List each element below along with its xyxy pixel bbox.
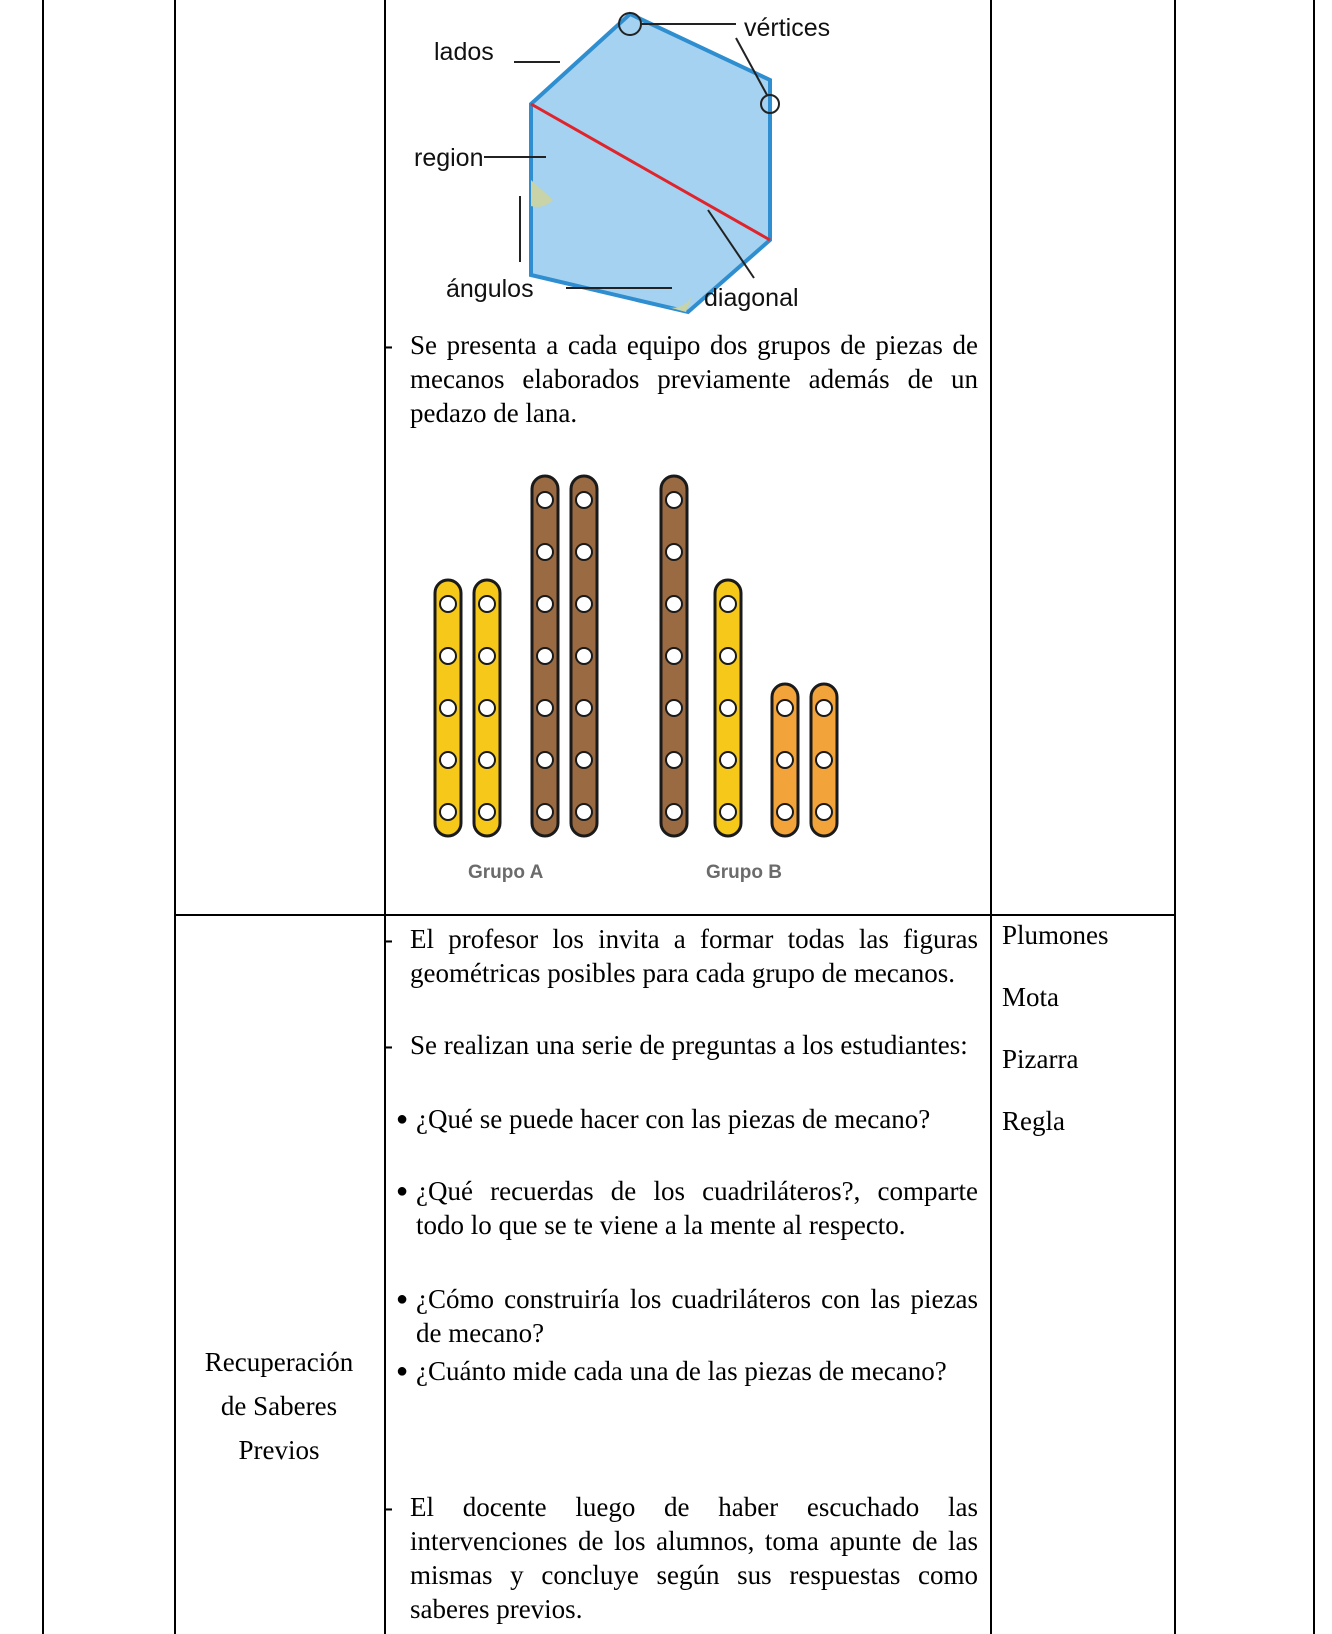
resource-item: Pizarra: [1002, 1044, 1079, 1074]
mecano-hole: [665, 751, 683, 769]
mecano-hole: [776, 699, 794, 717]
label-sides: lados: [434, 38, 494, 66]
mecano-hole: [815, 751, 833, 769]
mecano-hole: [815, 803, 833, 821]
diagonal-leader: [707, 209, 755, 279]
hexagon-region: [529, 11, 772, 315]
polygon-diagram: lados vértices region ángulos diagonal: [414, 11, 830, 315]
activity-item-3: - El docente luego de haber escuchado la…: [384, 1490, 978, 1626]
mecano-hole: [575, 491, 593, 509]
resource-item: Mota: [1002, 982, 1059, 1012]
activity-item-2-text: Se realizan una serie de preguntas a los…: [410, 1030, 968, 1060]
table-border-right: [1313, 0, 1315, 1634]
bullet-dot: ●: [396, 1180, 409, 1202]
table-column-divider-1: [174, 0, 176, 1634]
mecano-hole: [719, 699, 737, 717]
activity-item-3-text: El docente luego de haber escuchado las …: [410, 1492, 978, 1624]
mecano-hole: [719, 803, 737, 821]
mecano-hole: [536, 751, 554, 769]
mecano-hole: [536, 647, 554, 665]
item-dash: -: [384, 1492, 393, 1522]
mecano-hole: [665, 491, 683, 509]
mecano-hole: [439, 595, 457, 613]
mecano-hole: [439, 699, 457, 717]
mecano-pieces: [433, 474, 839, 838]
mecano-hole: [575, 647, 593, 665]
question-item: ● ¿Qué recuerdas de los cuadriláteros?, …: [396, 1174, 978, 1242]
mecano-hole: [719, 751, 737, 769]
group-b-label: Grupo B: [706, 862, 782, 883]
label-region: region: [414, 144, 484, 172]
mecano-hole: [478, 699, 496, 717]
intro-item: - Se presenta a cada equipo dos grupos d…: [384, 328, 978, 430]
bullet-dot: ●: [396, 1108, 409, 1130]
mecano-hole: [575, 751, 593, 769]
mecano-pieces-illustration: Grupo A Grupo B: [433, 474, 839, 883]
angle-mark-left: [531, 180, 553, 207]
mecano-hole: [478, 751, 496, 769]
diagonal-line: [530, 102, 771, 242]
mecano-hole: [536, 699, 554, 717]
mecano-hole: [478, 647, 496, 665]
question-item: ● ¿Qué se puede hacer con las piezas de …: [396, 1102, 978, 1136]
activity-item-1: - El profesor los invita a formar todas …: [384, 922, 978, 990]
item-dash: -: [384, 330, 393, 360]
label-vertices: vértices: [744, 14, 830, 42]
table-row-divider: [174, 914, 1175, 916]
mecano-hole: [719, 647, 737, 665]
stage-line: Previos: [238, 1435, 320, 1465]
angle-mark-bottom: [664, 296, 692, 312]
mecano-hole: [575, 699, 593, 717]
question-text: ¿Cuánto mide cada una de las piezas de m…: [416, 1356, 947, 1386]
table-column-divider-4: [1174, 0, 1176, 1634]
question-text: ¿Qué recuerdas de los cuadriláteros?, co…: [416, 1176, 978, 1240]
mecano-hole: [478, 595, 496, 613]
group-a-label: Grupo A: [468, 862, 544, 883]
mecano-hole: [575, 595, 593, 613]
mecano-hole: [536, 543, 554, 561]
question-item: ● ¿Cómo construiría los cuadriláteros co…: [396, 1282, 978, 1350]
mecano-hole: [719, 595, 737, 613]
mecano-hole: [776, 803, 794, 821]
table-column-divider-3: [990, 0, 992, 1634]
mecano-hole: [536, 803, 554, 821]
question-text: ¿Cómo construiría los cuadriláteros con …: [416, 1284, 978, 1348]
mecano-hole: [776, 751, 794, 769]
resource-item: Plumones: [1002, 920, 1109, 950]
vertices-leader-2: [735, 37, 768, 96]
label-diagonal: diagonal: [704, 284, 799, 312]
mecano-hole: [536, 491, 554, 509]
stage-line: de Saberes: [220, 1391, 338, 1421]
item-dash: -: [384, 1030, 393, 1060]
mecano-hole: [665, 595, 683, 613]
item-dash: -: [384, 924, 393, 954]
resource-item: Regla: [1002, 1106, 1065, 1136]
stage-cell: Recuperación de Saberes Previos: [176, 1340, 382, 1472]
mecano-hole: [665, 803, 683, 821]
vertex-marker-right: [760, 94, 780, 114]
table-column-divider-2: [384, 0, 386, 1634]
bullet-dot: ●: [396, 1288, 409, 1310]
mecano-hole: [439, 803, 457, 821]
mecano-hole: [575, 543, 593, 561]
mecano-hole: [439, 647, 457, 665]
mecano-hole: [575, 803, 593, 821]
mecano-hole: [478, 803, 496, 821]
mecano-hole: [665, 699, 683, 717]
mecano-hole: [536, 595, 554, 613]
question-text: ¿Qué se puede hacer con las piezas de me…: [416, 1104, 931, 1134]
activity-item-1-text: El profesor los invita a formar todas la…: [410, 924, 978, 988]
mecano-hole: [815, 699, 833, 717]
mecano-hole: [665, 543, 683, 561]
label-angles: ángulos: [446, 275, 534, 303]
bullet-dot: ●: [396, 1360, 409, 1382]
activity-item-2: - Se realizan una serie de preguntas a l…: [384, 1028, 978, 1062]
question-item: ● ¿Cuánto mide cada una de las piezas de…: [396, 1354, 978, 1388]
mecano-hole: [665, 647, 683, 665]
intro-item-text: Se presenta a cada equipo dos grupos de …: [410, 330, 978, 428]
mecano-hole: [439, 751, 457, 769]
stage-line: Recuperación: [204, 1347, 354, 1377]
table-border-left: [42, 0, 44, 1634]
